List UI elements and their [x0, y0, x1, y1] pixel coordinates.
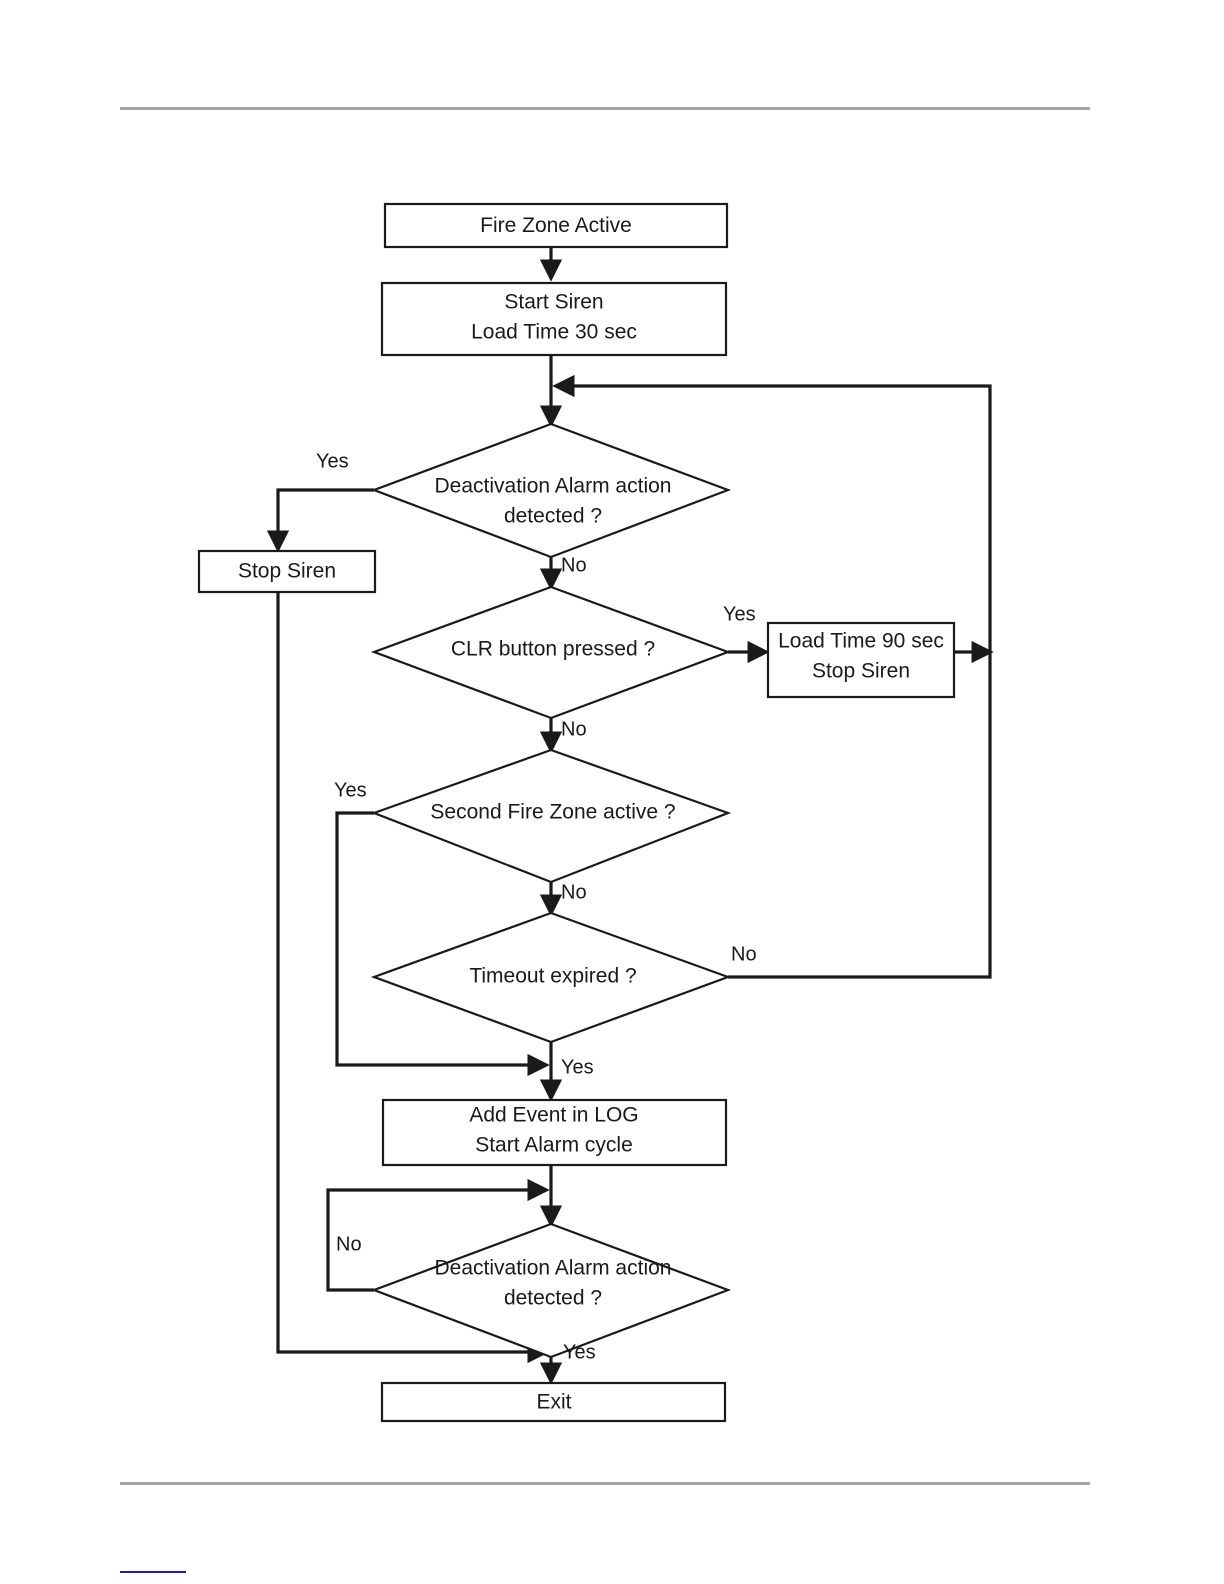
node-start-siren-line-1: Start Siren	[504, 291, 603, 314]
edge-label-clr-no: No	[561, 718, 587, 740]
edge-label-second-zone-yes: Yes	[334, 779, 367, 801]
node-load90-line-2: Stop Siren	[812, 660, 910, 683]
edge-label-deact2-no: No	[336, 1233, 362, 1255]
node-fire-zone-active-line-1: Fire Zone Active	[480, 214, 632, 237]
node-add-event-in-log: Add Event in LOG Start Alarm cycle	[381, 1098, 728, 1167]
edge-label-second-zone-no: No	[561, 881, 587, 903]
node-add-event-line-1: Add Event in LOG	[469, 1104, 638, 1127]
edge-label-deact1-yes: Yes	[316, 450, 349, 472]
node-start-siren-line-2: Load Time 30 sec	[471, 321, 637, 344]
node-load-time-90-stop-siren: Load Time 90 sec Stop Siren	[766, 621, 956, 699]
edge-second-zone-yes-to-add-event	[335, 811, 550, 1077]
node-deact1-line-1: Deactivation Alarm action	[435, 475, 672, 498]
edge-deact1-yes-to-stop-siren	[266, 488, 374, 553]
footer-rule	[120, 1482, 1090, 1485]
node-load90-line-1: Load Time 90 sec	[778, 630, 944, 653]
node-deact2-line-2: detected ?	[504, 1287, 602, 1310]
node-exit: Exit	[380, 1381, 727, 1423]
edge-stop-siren-to-exit	[276, 592, 550, 1364]
node-exit-line-1: Exit	[536, 1391, 571, 1414]
node-start-siren: Start Siren Load Time 30 sec	[380, 281, 728, 357]
edge-label-clr-yes: Yes	[723, 603, 756, 625]
node-deact1-line-2: detected ?	[504, 505, 602, 528]
node-fire-zone-active: Fire Zone Active	[383, 202, 729, 249]
node-second-zone-line-1: Second Fire Zone active ?	[430, 801, 675, 824]
node-timeout-line-1: Timeout expired ?	[469, 965, 636, 988]
footnote-underline-mark	[120, 1571, 186, 1573]
node-add-event-line-2: Start Alarm cycle	[475, 1134, 633, 1157]
node-deactivation-alarm-detected-2: Deactivation Alarm action detected ?	[370, 1222, 732, 1359]
edge-timeout-no-feedback-loop	[552, 374, 992, 979]
header-rule	[120, 107, 1090, 110]
node-stop-siren-line-1: Stop Siren	[238, 560, 336, 583]
edge-label-deact2-yes: Yes	[563, 1341, 596, 1363]
edge-label-deact1-no: No	[561, 554, 587, 576]
edge-deact2-no-loop-back	[326, 1178, 550, 1292]
node-deact2-line-1: Deactivation Alarm action	[435, 1257, 672, 1280]
node-clr-line-1: CLR button pressed ?	[451, 638, 655, 661]
node-deactivation-alarm-detected-1: Deactivation Alarm action detected ?	[370, 422, 732, 559]
edge-label-timeout-no: No	[731, 943, 757, 965]
node-stop-siren: Stop Siren	[197, 549, 377, 594]
node-second-fire-zone-active: Second Fire Zone active ?	[370, 748, 732, 884]
node-timeout-expired: Timeout expired ?	[370, 911, 732, 1044]
node-clr-button-pressed: CLR button pressed ?	[370, 585, 732, 720]
edge-label-timeout-yes: Yes	[561, 1056, 594, 1078]
